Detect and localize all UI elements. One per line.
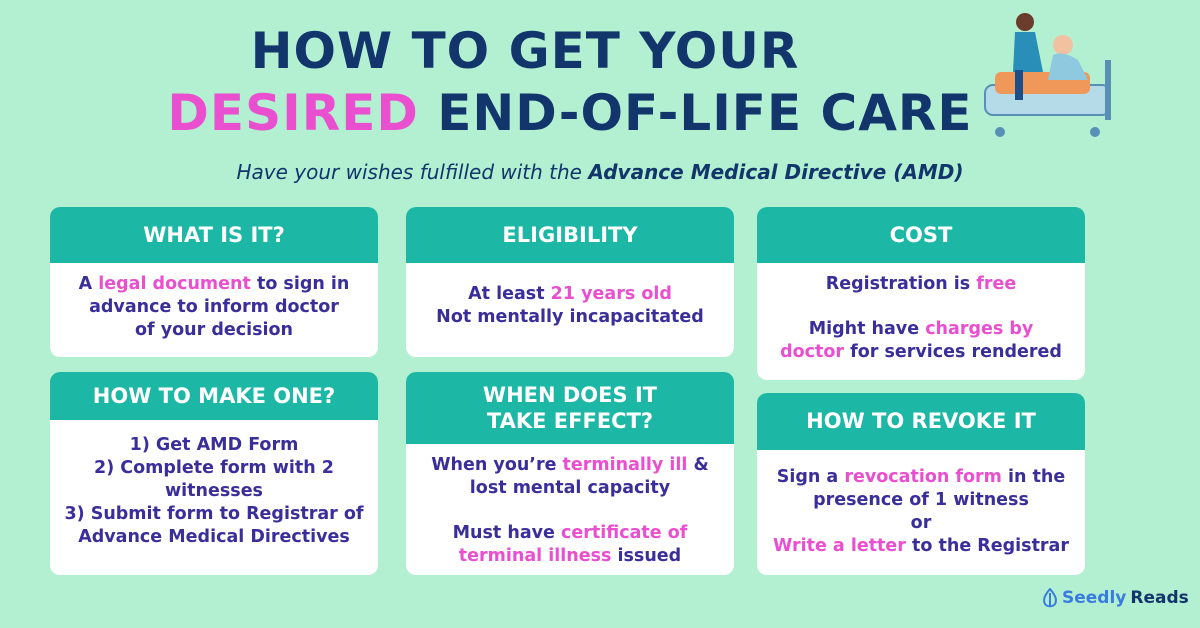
card-line: of your decision [50, 319, 378, 342]
card-body: 1) Get AMD Form 2) Complete form with 2 wi… [50, 420, 378, 549]
body-text: in the [1001, 467, 1066, 487]
card-line: 3) Submit form to Registrar of [50, 503, 378, 526]
card-line: A legal document to sign in [50, 273, 378, 296]
logo-brand: Seedly [1062, 588, 1127, 608]
body-text: 2) Complete form with 2 [94, 458, 334, 478]
title-highlight: DESIRED [167, 84, 419, 142]
logo-product: Reads [1130, 588, 1189, 608]
highlight-text: revocation form [844, 467, 1002, 487]
card-line [757, 296, 1085, 318]
body-text: Might have [808, 319, 926, 339]
card-line: 2) Complete form with 2 [50, 457, 378, 480]
body-text: to the Registrar [905, 536, 1070, 556]
card-line: doctor for services rendered [757, 341, 1085, 364]
card-line: or [757, 512, 1085, 535]
body-text: Must have [452, 523, 562, 543]
card-header: ELIGIBILITY [406, 207, 734, 263]
body-text: or [910, 513, 932, 533]
card-line: Not mentally incapacitated [406, 306, 734, 329]
card-header: WHEN DOES IT TAKE EFFECT? [406, 372, 734, 444]
highlight-text: charges by [925, 319, 1034, 339]
body-text: lost mental capacity [469, 478, 671, 498]
body-text: Registration is [825, 274, 977, 294]
body-text: Not mentally incapacitated [436, 307, 704, 327]
card-line: Must have certificate of [406, 522, 734, 545]
body-text: presence of 1 witness [813, 490, 1029, 510]
highlight-text: Write a letter [772, 536, 906, 556]
card-body: When you’re terminally ill &lost mental … [406, 444, 734, 568]
subtitle-bold: Advance Medical Directive (AMD) [588, 160, 964, 184]
title-line-2: DESIRED END-OF-LIFE CARE [0, 84, 1140, 142]
highlight-text: free [976, 274, 1017, 294]
body-text: At least [468, 284, 551, 304]
body-text: advance to inform doctor [89, 297, 339, 317]
card-line: Write a letter to the Registrar [757, 535, 1085, 558]
title-rest: END-OF-LIFE CARE [437, 84, 973, 142]
body-text: to sign in [250, 274, 350, 294]
body-text: 3) Submit form to Registrar of [64, 504, 364, 524]
card-line: At least 21 years old [406, 283, 734, 306]
body-text: Sign a [776, 467, 845, 487]
card-line [406, 500, 734, 522]
card-line: 1) Get AMD Form [50, 434, 378, 457]
card-line: terminal illness issued [406, 545, 734, 568]
body-text: & [687, 455, 709, 475]
card-line: Might have charges by [757, 318, 1085, 341]
card-header: WHAT IS IT? [50, 207, 378, 263]
highlight-text: 21 years old [550, 284, 672, 304]
card-line: witnesses [50, 480, 378, 503]
card-how-to-make-one: HOW TO MAKE ONE? 1) Get AMD Form 2) Comple… [50, 372, 378, 575]
body-text: for services rendered [844, 342, 1062, 362]
card-when-effect: WHEN DOES IT TAKE EFFECT?When you’re ter… [406, 372, 734, 575]
card-header: HOW TO MAKE ONE? [50, 372, 378, 420]
title-line-1: HOW TO GET YOUR [250, 22, 800, 80]
hospital-bed-illustration [984, 13, 1111, 137]
card-line: Sign a revocation form in the [757, 466, 1085, 489]
highlight-text: legal document [98, 274, 251, 294]
body-text: Advance Medical Directives [78, 527, 350, 547]
body-text: of your decision [134, 320, 293, 340]
card-line: presence of 1 witness [757, 489, 1085, 512]
highlight-text: doctor [780, 342, 845, 362]
body-text: 1) Get AMD Form [129, 435, 299, 455]
card-line: Advance Medical Directives [50, 526, 378, 549]
seedly-reads-logo: Seedly Reads [1042, 588, 1189, 608]
body-text: issued [611, 546, 682, 566]
card-line: advance to inform doctor [50, 296, 378, 319]
body-text: A [78, 274, 99, 294]
card-line: When you’re terminally ill & [406, 454, 734, 477]
card-header: HOW TO REVOKE IT [757, 393, 1085, 450]
highlight-text: terminal illness [458, 546, 612, 566]
body-text: When you’re [431, 455, 563, 475]
highlight-text: certificate of [561, 523, 688, 543]
card-line: lost mental capacity [406, 477, 734, 500]
subtitle-text: Have your wishes fulfilled with the [236, 160, 589, 184]
card-line: Registration is free [757, 273, 1085, 296]
body-text: witnesses [165, 481, 263, 501]
card-header: COST [757, 207, 1085, 263]
highlight-text: terminally ill [562, 455, 688, 475]
seed-icon [1043, 588, 1057, 608]
subtitle: Have your wishes fulfilled with the Adva… [0, 160, 1200, 184]
